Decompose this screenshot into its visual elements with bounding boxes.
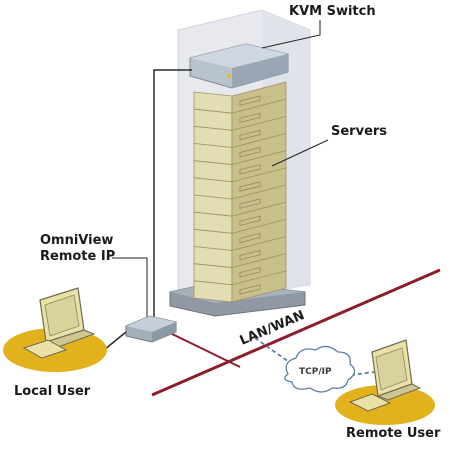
servers-leader	[271, 139, 329, 167]
tcp-ip-label: TCP/IP	[299, 367, 332, 377]
lan-wan-line	[151, 268, 441, 397]
tcp-ip-cloud: TCP/IP	[284, 345, 356, 393]
server-unit	[193, 253, 287, 286]
server-unit	[193, 167, 287, 200]
local-user-label: Local User	[14, 384, 91, 399]
kvm-omniview-cable	[153, 69, 192, 318]
remote-keyboard	[348, 393, 392, 412]
server-unit	[193, 150, 287, 183]
omniview-label-line2: Remote IP	[40, 249, 116, 264]
omniview-device	[125, 315, 177, 343]
remote-user-label: Remote User	[346, 426, 441, 441]
kvm-switch-device	[189, 43, 289, 89]
server-unit	[193, 132, 287, 166]
omniview-local-cable	[103, 331, 127, 351]
remote-user-station	[335, 339, 435, 425]
server-unit	[193, 98, 287, 131]
remote-dashed-link-2	[343, 371, 375, 377]
omniview-leader	[112, 257, 148, 325]
remote-dashed-link	[254, 337, 293, 365]
kvm-switch-leader	[261, 20, 321, 49]
local-user-station	[3, 287, 107, 372]
local-keyboard	[22, 339, 68, 359]
server-unit	[193, 270, 287, 303]
omniview-lan-link	[167, 331, 241, 368]
servers-label: Servers	[331, 124, 388, 139]
server-unit	[193, 184, 287, 217]
kvm-switch-label: KVM Switch	[289, 4, 376, 19]
omniview-label-line1: OmniView	[40, 233, 114, 248]
kvm-led	[226, 73, 232, 79]
server-stack	[193, 81, 287, 303]
server-unit	[193, 201, 287, 234]
server-unit	[193, 218, 287, 252]
